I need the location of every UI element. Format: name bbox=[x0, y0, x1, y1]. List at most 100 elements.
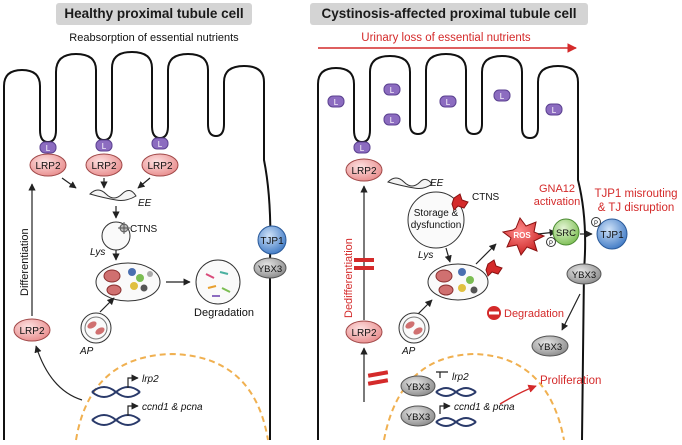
right-vesicle: L bbox=[493, 89, 511, 102]
left-dna-helix bbox=[91, 386, 141, 426]
right-panel-title: Cystinosis-affected proximal tubule cell bbox=[310, 3, 588, 25]
left-ctns-label: CTNS bbox=[130, 224, 158, 235]
right-vesicle: L bbox=[383, 113, 401, 126]
svg-text:L: L bbox=[334, 98, 339, 107]
left-nucleus-envelope bbox=[75, 352, 269, 441]
svg-text:L: L bbox=[158, 140, 163, 149]
svg-text:YBX3: YBX3 bbox=[258, 264, 282, 275]
right-lrp2-cytosolic: LRP2 bbox=[345, 320, 383, 344]
tjp1-misrouting-label: TJP1 misrouting bbox=[594, 188, 677, 200]
right-gene-ccnd1-pcna: ccnd1 & pcna bbox=[454, 402, 515, 413]
left-cell: Reabsorption of essential nutrients L L … bbox=[3, 32, 287, 441]
right-vesicle: L bbox=[353, 141, 371, 154]
svg-text:LRP2: LRP2 bbox=[351, 166, 376, 177]
right-dna-helix bbox=[435, 387, 477, 427]
left-vesicle: L bbox=[151, 137, 169, 150]
svg-text:LRP2: LRP2 bbox=[35, 161, 60, 172]
left-tjp1: TJP1 bbox=[257, 225, 287, 255]
svg-text:LRP2: LRP2 bbox=[351, 328, 376, 339]
svg-text:L: L bbox=[446, 98, 451, 107]
svg-text:TJP1: TJP1 bbox=[260, 236, 284, 247]
left-differentiation-label: Differentiation bbox=[19, 228, 31, 296]
right-dysfunction-label: dysfunction bbox=[411, 220, 462, 231]
left-vesicle: L bbox=[39, 141, 57, 154]
left-ap-label: AP bbox=[79, 346, 94, 357]
right-ctns-mutant-icon-2 bbox=[485, 259, 503, 277]
right-gene-lrp2: lrp2 bbox=[452, 372, 469, 383]
right-vesicle: L bbox=[327, 95, 345, 108]
svg-text:L: L bbox=[390, 116, 395, 125]
left-apical-vesicles: L L L bbox=[39, 137, 169, 154]
gna12-activation-label: activation bbox=[534, 196, 580, 208]
right-vesicle: L bbox=[545, 103, 563, 116]
svg-text:YBX3: YBX3 bbox=[406, 382, 430, 393]
right-lrp2-receptor: LRP2 bbox=[345, 158, 383, 182]
svg-text:YBX3: YBX3 bbox=[538, 342, 562, 353]
left-vesicle: L bbox=[95, 139, 113, 152]
svg-text:LRP2: LRP2 bbox=[147, 161, 172, 172]
ros-burst: ROS bbox=[501, 216, 546, 257]
right-storage-label: Storage & bbox=[414, 208, 459, 219]
left-lys-label: Lys bbox=[90, 247, 105, 258]
left-panel-title: Healthy proximal tubule cell bbox=[56, 3, 252, 25]
left-lrp2-receptor: LRP2 bbox=[29, 153, 67, 177]
svg-text:L: L bbox=[500, 92, 505, 101]
svg-text:L: L bbox=[360, 144, 365, 153]
left-early-endosome bbox=[89, 189, 137, 201]
right-ybx3-cytosol: YBX3 bbox=[531, 335, 569, 357]
src-phospho: P bbox=[546, 237, 556, 247]
proliferation-label: Proliferation bbox=[540, 375, 601, 387]
right-autophagosome bbox=[398, 312, 430, 344]
src-kinase: SRC bbox=[552, 218, 580, 246]
svg-text:SRC: SRC bbox=[556, 228, 576, 239]
right-nucleus-envelope bbox=[383, 352, 565, 441]
svg-text:L: L bbox=[102, 142, 107, 151]
left-degradation-label: Degradation bbox=[194, 307, 254, 319]
right-no-degradation-icon bbox=[487, 306, 501, 320]
right-lysosome bbox=[407, 191, 465, 249]
right-urinary-loss-label: Urinary loss of essential nutrients bbox=[361, 32, 531, 44]
left-ctns-icon bbox=[118, 222, 130, 234]
right-ctns-label: CTNS bbox=[472, 192, 500, 203]
right-vesicle: L bbox=[439, 95, 457, 108]
right-luminal-vesicles: L L L L L L L bbox=[327, 83, 563, 154]
left-autophagosome bbox=[80, 312, 112, 344]
left-lrp2-receptor: LRP2 bbox=[141, 153, 179, 177]
svg-text:L: L bbox=[46, 144, 51, 153]
svg-text:P: P bbox=[549, 241, 553, 247]
right-ybx3-nuclear-2: YBX3 bbox=[400, 405, 436, 427]
right-early-endosome bbox=[387, 177, 433, 189]
right-tjp1: TJP1 bbox=[596, 218, 628, 250]
svg-text:YBX3: YBX3 bbox=[572, 270, 596, 281]
right-ybx3-junction: YBX3 bbox=[566, 263, 602, 285]
tjp1-phospho: P bbox=[591, 217, 601, 227]
left-cell-membrane bbox=[3, 50, 272, 440]
right-cell: Urinary loss of essential nutrients L L … bbox=[317, 32, 678, 441]
gna12-label: GNA12 bbox=[539, 183, 575, 195]
right-lys-label: Lys bbox=[418, 250, 433, 261]
left-ybx3: YBX3 bbox=[253, 257, 287, 279]
svg-text:ROS: ROS bbox=[513, 231, 531, 240]
left-gene-ccnd1-pcna: ccnd1 & pcna bbox=[142, 402, 203, 413]
left-subtitle: Reabsorption of essential nutrients bbox=[69, 32, 239, 44]
right-block-marker bbox=[354, 258, 374, 270]
svg-text:LRP2: LRP2 bbox=[19, 326, 44, 337]
left-ee-label: EE bbox=[138, 198, 152, 209]
tj-disruption-label: & TJ disruption bbox=[598, 202, 675, 214]
svg-text:L: L bbox=[390, 86, 395, 95]
left-gene-lrp2: lrp2 bbox=[142, 374, 159, 385]
svg-text:L: L bbox=[552, 106, 557, 115]
right-block-marker-2 bbox=[367, 370, 389, 386]
right-autolysosome bbox=[427, 263, 489, 301]
right-dedifferentiation-label: Dedifferentiation bbox=[343, 238, 355, 318]
svg-text:TJP1: TJP1 bbox=[600, 230, 624, 241]
right-ee-label: EE bbox=[430, 178, 444, 189]
right-ctns-mutant-icon bbox=[451, 193, 469, 211]
left-degradation-vesicle bbox=[195, 259, 241, 305]
right-ap-label: AP bbox=[401, 346, 416, 357]
right-ybx3-nuclear: YBX3 bbox=[400, 375, 436, 397]
left-lrp2-cytosolic: LRP2 bbox=[13, 318, 51, 342]
right-degradation-label: Degradation bbox=[504, 308, 564, 320]
svg-text:YBX3: YBX3 bbox=[406, 412, 430, 423]
